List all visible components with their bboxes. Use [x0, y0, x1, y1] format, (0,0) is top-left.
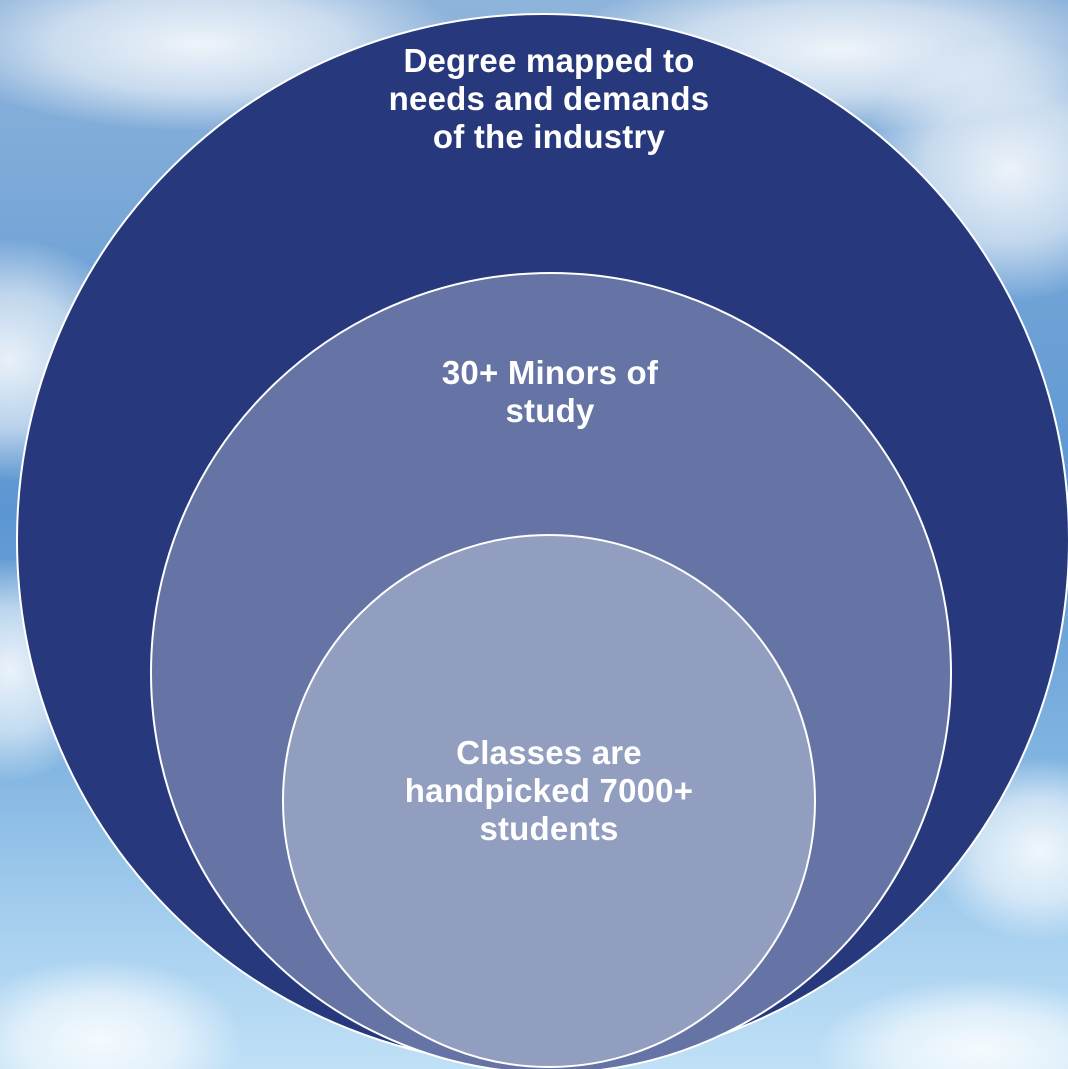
- middle-ring-label: 30+ Minors of study: [441, 354, 659, 429]
- outer-ring-label: Degree mapped to needs and demands of th…: [388, 42, 710, 155]
- inner-ring: [282, 534, 816, 1068]
- inner-ring-label: Classes are handpicked 7000+ students: [404, 734, 694, 847]
